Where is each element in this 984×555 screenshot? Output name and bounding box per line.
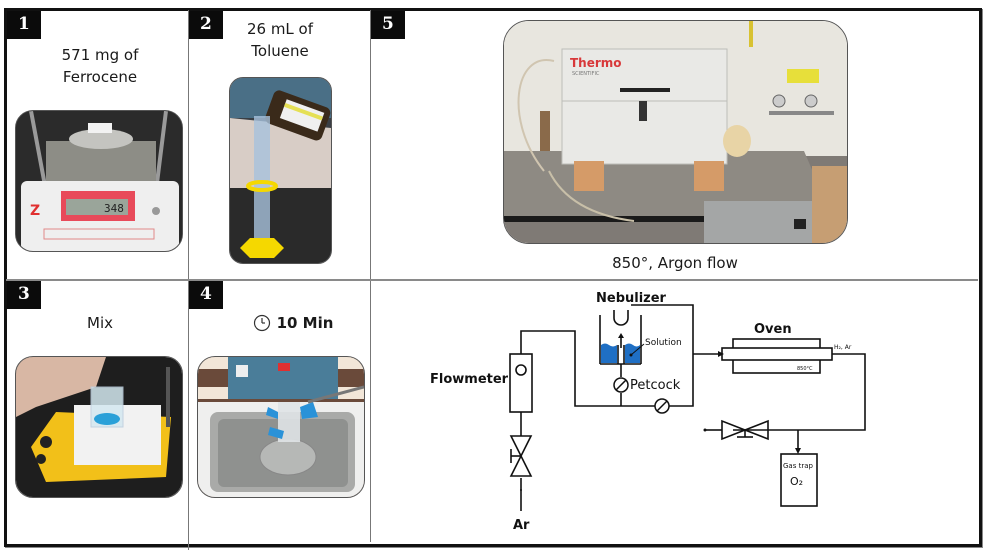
step-badge-1: 1 [7,11,41,39]
balance-photo: 348 Z [15,110,183,252]
label-gas-trap-content: O₂ [790,475,803,488]
step-badge-5: 5 [371,11,405,39]
label-oven: Oven [754,322,792,337]
toluene-photo [229,77,332,264]
step-badge-3: 3 [7,281,41,309]
pipe-top [520,304,694,407]
caption-line: Toluene [251,42,309,60]
flowmeter-float [515,364,527,376]
label-oven-temp: 850°C [797,366,813,372]
flowmeter-tube [509,353,533,413]
label-gas-trap: Gas trap [783,462,813,470]
nebulizer-nozzle [613,310,629,326]
panel-2-caption: 26 mL of Toluene [225,18,335,62]
caption-line: 26 mL of [246,20,314,38]
caption-line: 571 mg of [61,46,139,64]
process-flow-diagram: Nebulizer Solution Petcock Flowmeter Ove… [430,291,866,533]
panel-5-caption: 850°, Argon flow [612,254,738,272]
gas-trap [780,453,818,507]
valve-lower-triangle [509,454,533,477]
bypass-valve [654,398,670,414]
label-solution: Solution [645,338,682,348]
step-badge-4: 4 [189,281,223,309]
label-outlet-gas: H₂, Ar [834,344,852,351]
label-flowmeter: Flowmeter [430,372,509,387]
oven [721,338,833,374]
furnace-photo: Thermo SCIENTIFIC [503,20,848,244]
caption-line: Ferrocene [62,68,138,86]
balance-display-reading: 348 [104,202,124,215]
step-badge-2: 2 [189,11,223,39]
ultrasonic-bath-photo [197,356,365,498]
valve-upper-triangle [509,435,533,458]
furnace-brand: Thermo [570,56,622,70]
divider-col2 [370,10,371,542]
caption-text: 10 Min [276,314,334,332]
figure-frame [4,8,982,547]
panel-4-caption: 10 Min [238,312,348,334]
stirrer-photo [15,356,183,498]
petcock-valve [613,377,629,393]
solution-pointer [630,343,645,356]
label-petcock: Petcock [630,378,681,393]
panel-3-caption: Mix [87,314,113,332]
divider-row [6,279,978,281]
svg-text:Z: Z [30,203,40,219]
solution-liquid-left [601,343,617,363]
panel-1-caption: 571 mg of Ferrocene [40,44,160,88]
label-nebulizer: Nebulizer [596,291,667,306]
pipe-outlet [733,353,866,431]
label-inlet-gas: Ar [513,518,530,533]
furnace-brand-sub: SCIENTIFIC [572,71,600,77]
clock-icon [253,314,270,332]
panel-diagram: Nebulizer Solution Petcock Flowmeter Ove… [372,282,978,540]
